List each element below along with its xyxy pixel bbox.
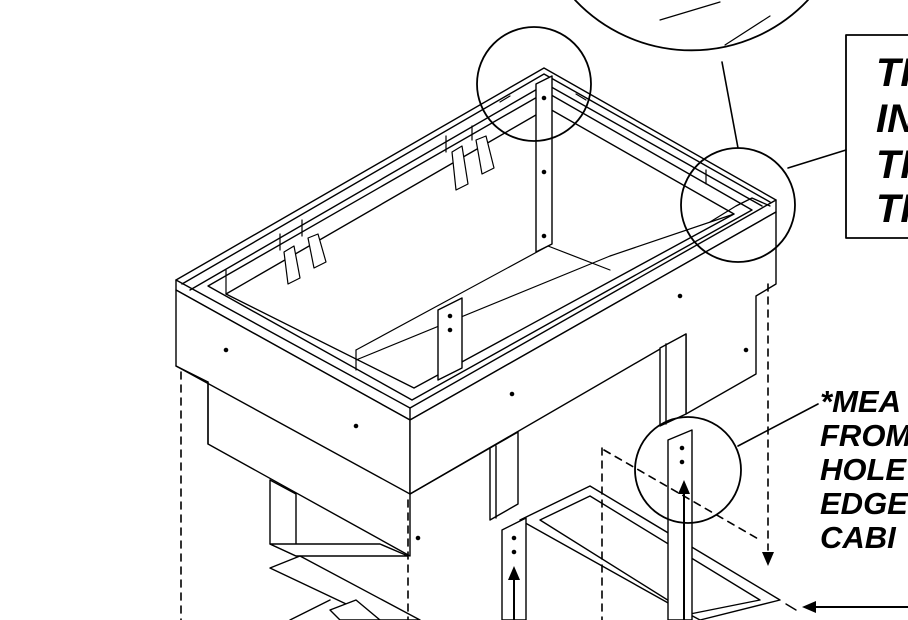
center-post	[437, 297, 463, 381]
back-corner-post	[535, 75, 553, 253]
note-line-1: TI	[876, 51, 908, 95]
note-line-3: TI	[876, 143, 908, 187]
measure-line-1: *MEA	[820, 384, 901, 419]
measure-line-5: CABI	[820, 520, 897, 555]
dashed-guides	[180, 283, 769, 620]
detail-circle-right	[680, 147, 796, 263]
note-text-top-right: TI IN TI TI	[876, 51, 908, 231]
detail-circle-stud	[634, 403, 819, 524]
arrow-up-center	[508, 566, 520, 620]
detail-circle-top	[476, 26, 592, 142]
measure-line-2: FROM	[820, 418, 908, 453]
measure-line-4: EDGE	[820, 486, 908, 521]
stud-right	[667, 429, 693, 620]
note-box-top-right	[787, 34, 908, 239]
note-line-4: TI	[876, 187, 908, 231]
arrow-down-right	[762, 552, 774, 566]
note-line-2: IN	[876, 97, 908, 141]
base-frame	[269, 485, 781, 620]
arrow-left-bottom	[785, 601, 908, 613]
arrow-up-right	[678, 480, 690, 620]
wall-brackets	[279, 125, 495, 285]
measure-note-text: *MEA FROM HOLE EDGE CABI	[820, 384, 908, 555]
zoom-circle-top	[574, 0, 809, 149]
front-supports	[269, 333, 687, 557]
measure-line-3: HOLE	[820, 452, 907, 487]
